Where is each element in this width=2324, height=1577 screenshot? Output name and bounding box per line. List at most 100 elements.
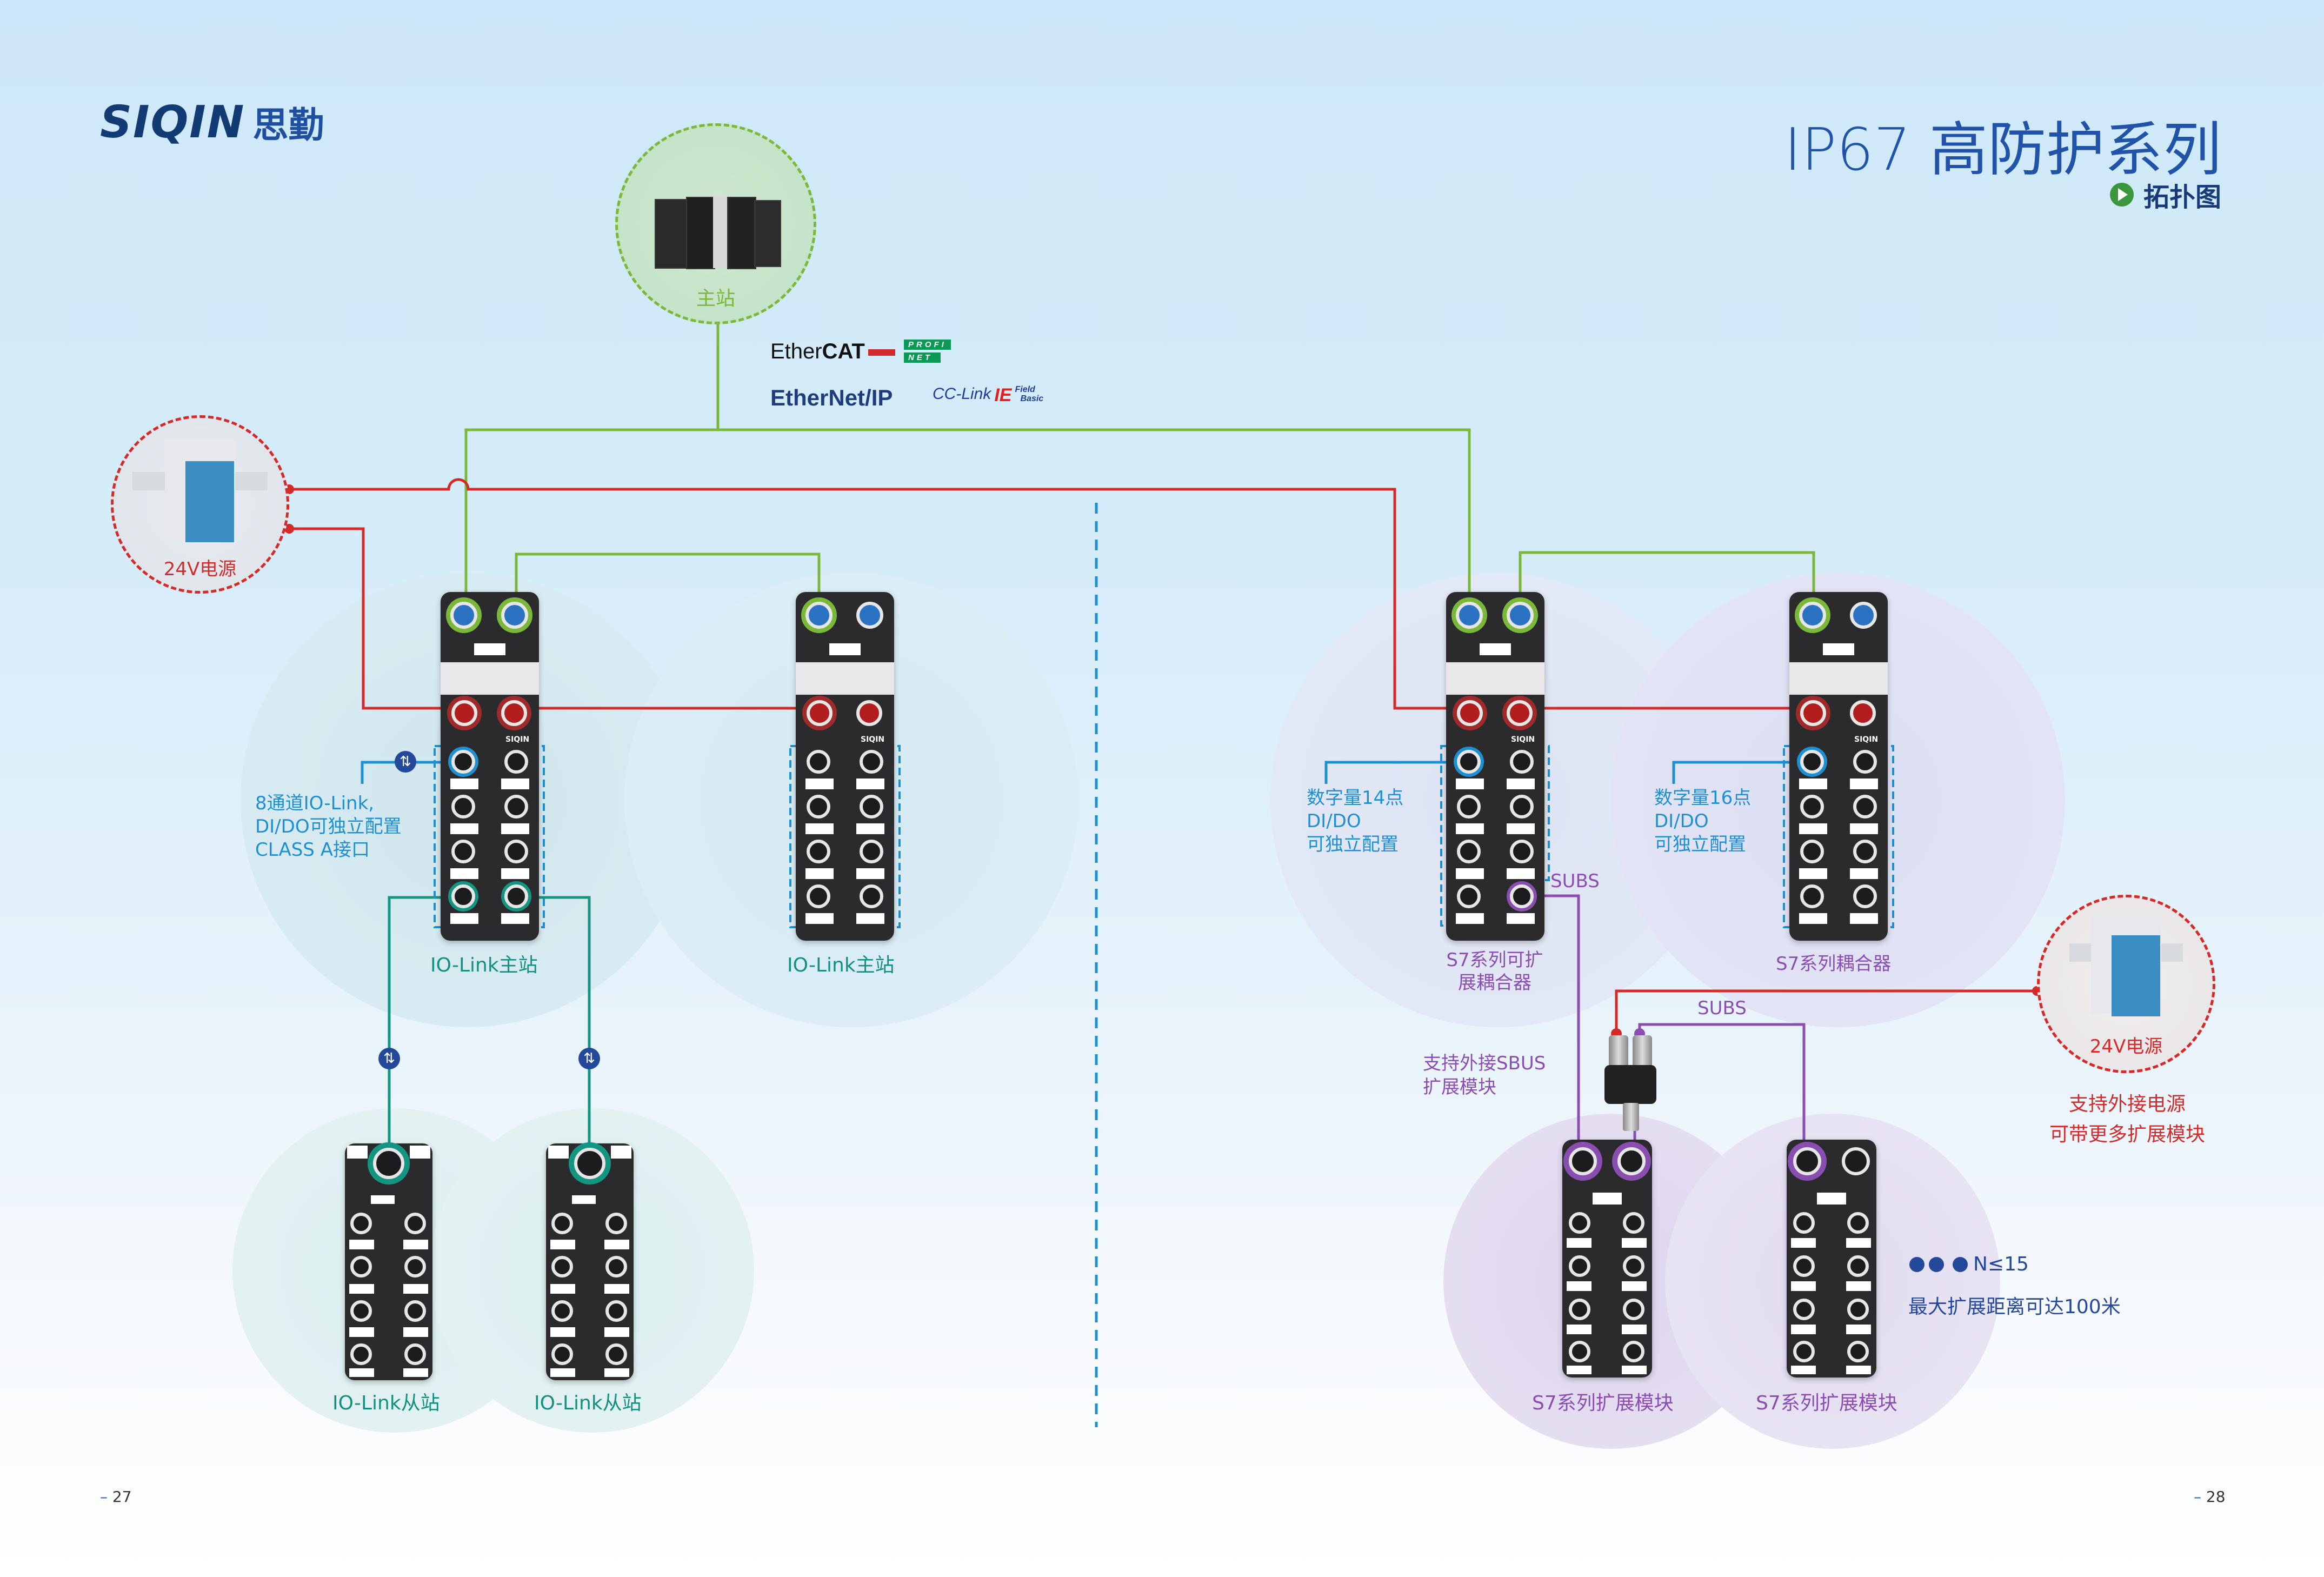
expansion-count-text: N≤15 — [1973, 1253, 2029, 1275]
plc-device-image — [655, 194, 784, 269]
subtitle-text: 拓扑图 — [2143, 182, 2221, 212]
iolink-slave-label-2: IO-Link从站 — [534, 1392, 642, 1414]
callout-line: 可独立配置 — [1654, 834, 1746, 855]
page-title: IP67 高防护系列 — [1784, 116, 2221, 184]
s7-expandable-coupler-label: S7系列可扩 展耦合器 — [1430, 949, 1560, 994]
ethernet-ip-logo: EtherNet/IP — [770, 385, 893, 410]
note-line: 支持外接电源 — [2068, 1093, 2186, 1115]
ethernet-out-port — [501, 602, 528, 629]
note-line: 可带更多扩展模块 — [2049, 1123, 2205, 1146]
s7-expandable-coupler-device: SIQIN — [1446, 592, 1544, 941]
ethernet-in-port — [450, 602, 477, 629]
profinet-logo-net: NET — [904, 352, 941, 363]
iolink-icon: ⇅ — [378, 1048, 400, 1069]
power-supply-right-label: 24V电源 — [2089, 1036, 2163, 1057]
iolink-slave-device-2 — [546, 1143, 634, 1380]
page-number-left: – 27 — [100, 1488, 132, 1506]
ellipsis-dots-icon — [1909, 1256, 1968, 1272]
iolink-in-port — [373, 1148, 404, 1179]
page-subtitle: 拓扑图 — [2109, 176, 2221, 214]
master-station-label: 主站 — [696, 288, 735, 310]
ethercat-logo: EtherCAT — [770, 340, 895, 364]
iolink-slave-device-1 — [345, 1143, 432, 1380]
iolink-master-device-1: SIQIN — [441, 592, 539, 941]
power-in-port — [1457, 700, 1483, 726]
callout-line: CLASS A接口 — [255, 839, 370, 861]
master-station-circle: 主站 — [615, 123, 816, 324]
power-out-port — [856, 700, 882, 726]
ethercat-logo-b: CAT — [822, 340, 865, 363]
y-splitter-connector — [1604, 1035, 1669, 1133]
brand-logo-en: SIQIN — [100, 96, 245, 148]
subs-label-2: SUBS — [1697, 997, 1747, 1019]
device-brand: SIQIN — [1854, 735, 1879, 744]
power-in-port — [451, 700, 477, 726]
callout-line: 数字量16点 — [1654, 787, 1752, 809]
sbus-in-port — [1569, 1147, 1597, 1175]
cclink-logo-text: CC-Link — [933, 385, 991, 403]
page-number-right: – 28 — [2194, 1488, 2226, 1506]
sbus-note: 支持外接SBUS 扩展模块 — [1423, 1052, 1546, 1099]
s7-expansion-label-1: S7系列扩展模块 — [1532, 1392, 1674, 1414]
iolink-callout: 8通道IO-Link, DI/DO可独立配置 CLASS A接口 — [255, 792, 402, 862]
profinet-logo-profi: PROFI — [904, 340, 951, 350]
brand-logo-cn: 思勤 — [252, 104, 324, 146]
cclink-logo-field: Field — [1015, 385, 1035, 394]
sbus-in-port — [1793, 1147, 1821, 1175]
power-supply-right-image — [2069, 914, 2183, 1016]
page-number-right-text: 28 — [2206, 1488, 2226, 1506]
ethernet-out-port — [1507, 602, 1534, 629]
callout-line: DI/DO — [1654, 810, 1709, 832]
callout-line: 8通道IO-Link, — [255, 793, 375, 814]
device-brand: SIQIN — [505, 735, 530, 744]
ethernet-bus — [464, 428, 1471, 605]
play-icon — [2109, 183, 2134, 207]
power-in-port — [807, 700, 833, 726]
s7-coupler-label: S7系列耦合器 — [1776, 953, 1892, 975]
iolink-icon: ⇅ — [578, 1048, 600, 1069]
callout-line: DI/DO可独立配置 — [255, 816, 402, 837]
iolink-master-label-2: IO-Link主站 — [787, 954, 895, 976]
callout-line: 数字量14点 — [1307, 787, 1404, 809]
callout-line: 可独立配置 — [1307, 834, 1399, 855]
ethercat-logo-a: Ether — [770, 340, 822, 363]
ethernet-out-port — [1850, 602, 1877, 629]
device-brand: SIQIN — [861, 735, 885, 744]
iolink-icon: ⇅ — [395, 751, 416, 773]
callout-line: DI/DO — [1307, 810, 1361, 832]
device-brand: SIQIN — [1511, 735, 1535, 744]
sbus-out-port — [1842, 1147, 1870, 1175]
s7-expansion-module-2 — [1787, 1140, 1876, 1378]
brand-logo: SIQIN 思勤 — [100, 96, 324, 148]
s7-expansion-module-1 — [1562, 1140, 1652, 1378]
page-number-left-text: 27 — [112, 1488, 132, 1506]
external-power-note: 支持外接电源 可带更多扩展模块 — [2043, 1089, 2211, 1150]
ethernet-in-port — [1799, 602, 1826, 629]
coupler-a-callout: 数字量14点 DI/DO 可独立配置 — [1307, 787, 1403, 856]
power-supply-left-image — [132, 440, 268, 542]
power-supply-left-circle: 24V电源 — [111, 415, 289, 594]
cclink-logo-ie: IE — [994, 385, 1012, 405]
power-out-port — [501, 700, 527, 726]
expansion-distance: 最大扩展距离可达100米 — [1908, 1296, 2121, 1318]
iolink-master-label-1: IO-Link主站 — [430, 954, 538, 976]
sbus-port — [1510, 884, 1534, 908]
cclink-logo: CC-Link IE Field Basic — [933, 385, 1043, 406]
power-out-port — [1507, 700, 1533, 726]
power-supply-right-circle: 24V电源 — [2037, 895, 2215, 1073]
label-line: 展耦合器 — [1458, 972, 1531, 994]
cclink-logo-basic: Basic — [1020, 394, 1044, 403]
power-supply-left-label: 24V电源 — [163, 558, 237, 580]
s7-expansion-label-2: S7系列扩展模块 — [1756, 1392, 1897, 1414]
ethernet-in-port — [1456, 602, 1483, 629]
ethernet-out-port — [856, 602, 883, 629]
sbus-out-port — [1617, 1147, 1646, 1175]
iolink-master-device-2: SIQIN — [796, 592, 894, 941]
note-line: 扩展模块 — [1423, 1076, 1496, 1098]
note-line: 支持外接SBUS — [1423, 1053, 1546, 1074]
iolink-in-port — [574, 1148, 605, 1179]
expansion-count: N≤15 — [1909, 1253, 2029, 1275]
power-in-port — [1800, 700, 1826, 726]
label-line: S7系列可扩 — [1446, 949, 1543, 971]
power-out-port — [1850, 700, 1876, 726]
